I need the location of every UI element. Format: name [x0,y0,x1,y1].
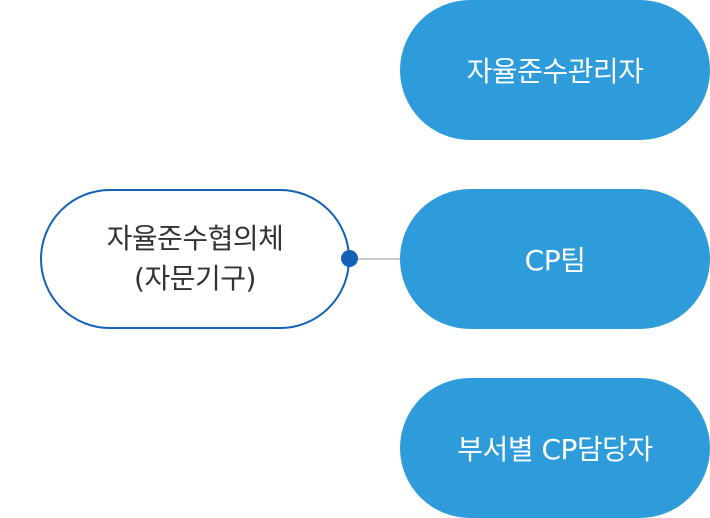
node-compliance-manager-label: 자율준수관리자 [466,55,644,88]
node-compliance-council: 자율준수협의체 (자문기구) [40,189,350,329]
node-compliance-council-subtitle: (자문기구) [134,262,256,295]
node-department-cp-officer-label: 부서별 CP담당자 [457,433,653,466]
node-cp-team: CP팀 [400,189,710,329]
node-department-cp-officer: 부서별 CP담당자 [400,378,710,518]
node-cp-team-label: CP팀 [524,244,586,277]
node-compliance-council-title: 자율준수협의체 [106,222,284,255]
connector-dot [341,250,358,267]
node-compliance-manager: 자율준수관리자 [400,0,710,140]
connector-line [350,258,400,260]
